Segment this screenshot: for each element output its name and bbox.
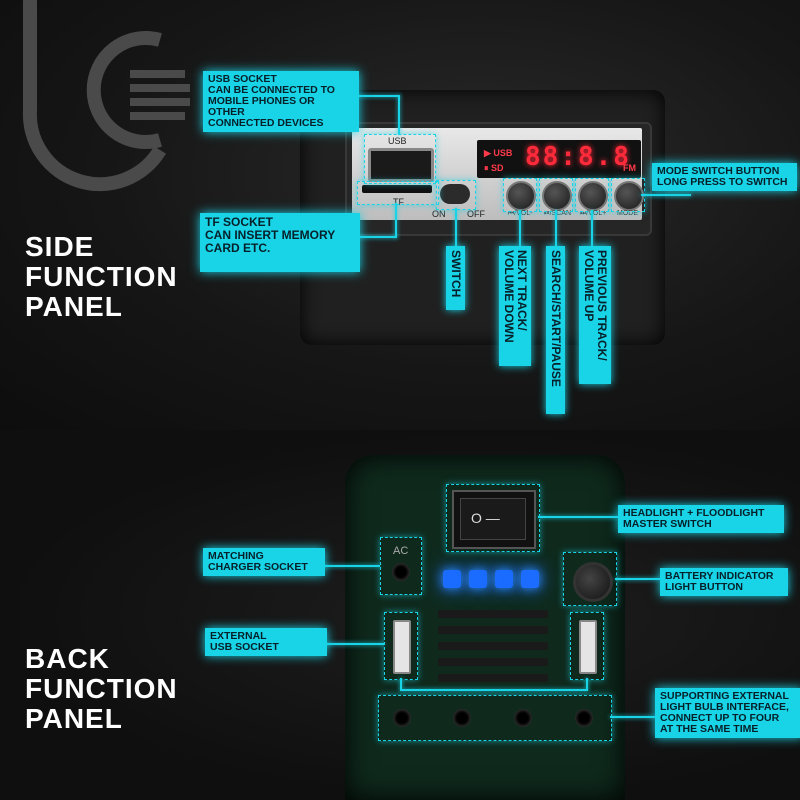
tf-card-slot[interactable] xyxy=(362,185,432,193)
usb-connector-line xyxy=(320,643,384,645)
usb-socket-callout: USB SOCKET CAN BE CONNECTED TO MOBILE PH… xyxy=(203,71,359,132)
battery-led-2 xyxy=(469,570,487,588)
bulb-socket-4[interactable] xyxy=(575,709,593,727)
usb-socket-right[interactable] xyxy=(579,620,597,674)
charger-highlight-box xyxy=(380,537,422,595)
charger-socket-callout: MATCHING CHARGER SOCKET xyxy=(203,548,325,576)
search-start-pause-callout: SEARCH/START/PAUSE xyxy=(546,246,565,414)
usb-connector-drop xyxy=(398,95,400,135)
tf-highlight-box xyxy=(357,181,439,205)
usb-link-left xyxy=(400,678,402,690)
usb-port-label: USB xyxy=(388,136,407,146)
bulb-connector-line xyxy=(610,716,655,718)
battery-indicator-button[interactable] xyxy=(573,562,613,602)
ac-label: AC xyxy=(393,545,409,557)
battery-led-4 xyxy=(521,570,539,588)
usb-socket-left[interactable] xyxy=(393,620,411,674)
usb-link-bar xyxy=(400,689,588,691)
switch-callout: SWITCH xyxy=(446,246,465,310)
mode-connector-line xyxy=(641,194,691,196)
prev-highlight-box xyxy=(503,178,537,212)
vent-slot xyxy=(438,674,548,682)
rocker-switch-symbols: O — xyxy=(471,510,500,526)
button-caption-next: ⏭/VOL+ xyxy=(580,210,607,217)
tf-connector-line xyxy=(352,236,397,238)
switch-highlight-box xyxy=(436,180,476,210)
display-sd-indicator: ⏸ SD xyxy=(484,163,504,173)
usb-port[interactable] xyxy=(368,148,434,182)
headlight-highlight-box xyxy=(446,484,540,552)
scan-connector-line xyxy=(555,210,557,246)
usb-highlight-box xyxy=(364,134,436,184)
vent-slot xyxy=(438,658,548,666)
next-connector-line xyxy=(591,210,593,246)
vent-slot xyxy=(438,642,548,650)
switch-off-label: OFF xyxy=(467,209,485,219)
button-caption-mode: MODE xyxy=(617,210,638,217)
usb-connector-line xyxy=(355,95,400,97)
charger-connector-line xyxy=(318,565,380,567)
usb-right-highlight-box xyxy=(570,612,604,680)
headlight-connector-line xyxy=(538,516,618,518)
usb-left-highlight-box xyxy=(384,612,418,680)
prev-volume-down-button[interactable] xyxy=(506,181,536,211)
prev-connector-line xyxy=(519,210,521,246)
display-fm-indicator: FM xyxy=(623,163,636,173)
play-pause-scan-button[interactable] xyxy=(542,181,572,211)
led-display xyxy=(477,140,641,178)
side-section-title: SIDE FUNCTION PANEL xyxy=(25,231,178,322)
battery-button-highlight-box xyxy=(563,552,617,606)
power-switch[interactable] xyxy=(440,184,470,204)
button-caption-scan: ⏯/SCAN xyxy=(544,210,571,217)
mode-switch-callout: MODE SWITCH BUTTON LONG PRESS TO SWITCH xyxy=(652,163,797,191)
display-usb-indicator: ▶ USB xyxy=(484,148,513,158)
usb-link-right xyxy=(586,678,588,690)
vent-slot xyxy=(438,610,548,618)
usb-socket-callout: EXTERNAL USB SOCKET xyxy=(205,628,327,656)
battery-button-callout: BATTERY INDICATOR LIGHT BUTTON xyxy=(660,568,788,596)
bulb-socket-3[interactable] xyxy=(514,709,532,727)
mode-highlight-box xyxy=(611,178,645,212)
scan-highlight-box xyxy=(539,178,573,212)
switch-on-label: ON xyxy=(432,209,446,219)
brand-logo xyxy=(22,0,190,192)
bulb-socket-1[interactable] xyxy=(393,709,411,727)
back-section-title: BACK FUNCTION PANEL xyxy=(25,643,178,734)
tf-connector-rise xyxy=(395,203,397,238)
next-track-callout: NEXT TRACK/ VOLUME DOWN xyxy=(499,246,531,366)
battery-led-3 xyxy=(495,570,513,588)
bulb-interface-highlight-box xyxy=(378,695,612,741)
next-volume-up-button[interactable] xyxy=(578,181,608,211)
bulb-socket-2[interactable] xyxy=(453,709,471,727)
charger-socket[interactable] xyxy=(392,563,410,581)
switch-connector-line xyxy=(455,208,457,246)
vent-slot xyxy=(438,626,548,634)
bulb-interface-callout: SUPPORTING EXTERNAL LIGHT BULB INTERFACE… xyxy=(655,688,800,738)
display-digits: 88:8.8 xyxy=(525,142,631,172)
tf-slot-label: TF xyxy=(393,197,404,207)
headlight-master-switch[interactable]: O — xyxy=(460,498,526,540)
tf-socket-callout: TF SOCKET CAN INSERT MEMORY CARD ETC. xyxy=(200,213,360,272)
battery-led-1 xyxy=(443,570,461,588)
next-highlight-box xyxy=(575,178,609,212)
battery-connector-line xyxy=(615,578,660,580)
previous-track-callout: PREVIOUS TRACK/ VOLUME UP xyxy=(579,246,611,384)
mode-button[interactable] xyxy=(614,181,644,211)
headlight-switch-callout: HEADLIGHT + FLOODLIGHT MASTER SWITCH xyxy=(618,505,784,533)
